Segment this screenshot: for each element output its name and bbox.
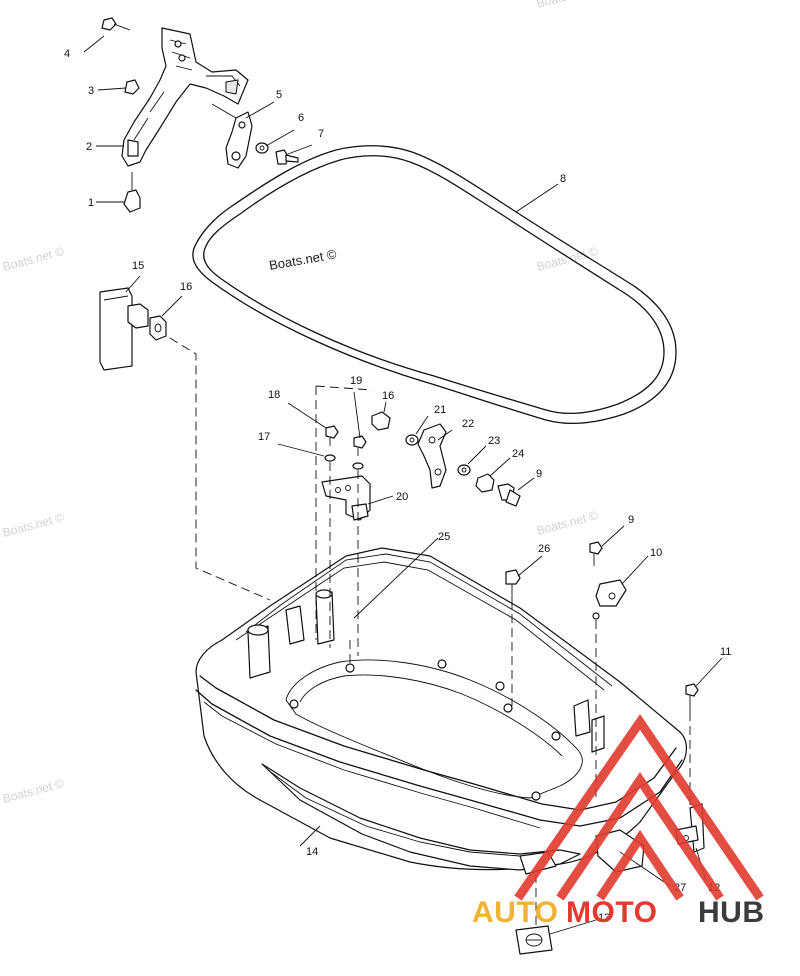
callout-25: 25 bbox=[438, 531, 450, 543]
callout-13: 13 bbox=[598, 912, 610, 924]
callout-17: 17 bbox=[258, 431, 270, 443]
callout-16-handle: 16 bbox=[180, 281, 192, 293]
logo-text-moto: MOTO bbox=[566, 896, 657, 929]
watermark: Boats.net © bbox=[535, 508, 600, 538]
triangle-mark bbox=[514, 714, 764, 901]
watermark: Boats.net © bbox=[1, 776, 66, 806]
watermark: Boats.net © bbox=[535, 0, 600, 11]
cover-seal bbox=[192, 145, 677, 424]
callout-14: 14 bbox=[306, 846, 318, 858]
bracket-assembly bbox=[101, 17, 299, 213]
watermark: Boats.net © bbox=[1, 510, 66, 540]
handle-assembly bbox=[99, 287, 167, 371]
callout-7: 7 bbox=[318, 128, 324, 140]
callout-4: 4 bbox=[64, 48, 70, 60]
callout-24: 24 bbox=[512, 448, 524, 460]
lower-fasteners bbox=[345, 541, 699, 712]
callout-23: 23 bbox=[488, 435, 500, 447]
leader-lines bbox=[83, 35, 723, 935]
callout-19: 19 bbox=[350, 375, 362, 387]
callout-9-cowl: 9 bbox=[628, 514, 634, 526]
callout-18: 18 bbox=[268, 389, 280, 401]
callout-1: 1 bbox=[88, 197, 94, 209]
logo-text-auto: AUTO bbox=[472, 896, 558, 929]
watermark: Boats.net © bbox=[1, 244, 66, 274]
callout-16-latch: 16 bbox=[382, 390, 394, 402]
callout-21: 21 bbox=[434, 404, 446, 416]
bottom-cowl bbox=[195, 547, 705, 955]
callout-6: 6 bbox=[298, 112, 304, 124]
logo-text-hub: HUB bbox=[698, 896, 765, 929]
callout-9-latch: 9 bbox=[536, 468, 542, 480]
callout-15: 15 bbox=[132, 260, 144, 272]
callout-22: 22 bbox=[462, 418, 474, 430]
automotohub-logo: AUTO MOTO HUB bbox=[472, 714, 765, 929]
alignment-lines bbox=[169, 337, 691, 926]
callout-20: 20 bbox=[396, 491, 408, 503]
callout-11: 11 bbox=[720, 646, 731, 658]
callout-3: 3 bbox=[88, 85, 94, 97]
callout-26: 26 bbox=[538, 543, 550, 555]
latch-assembly bbox=[321, 411, 521, 521]
watermark-main: Boats.net © bbox=[268, 246, 338, 273]
callout-10: 10 bbox=[650, 547, 662, 559]
callout-8: 8 bbox=[560, 173, 566, 185]
callout-5: 5 bbox=[276, 89, 282, 101]
callout-2: 2 bbox=[86, 141, 92, 153]
